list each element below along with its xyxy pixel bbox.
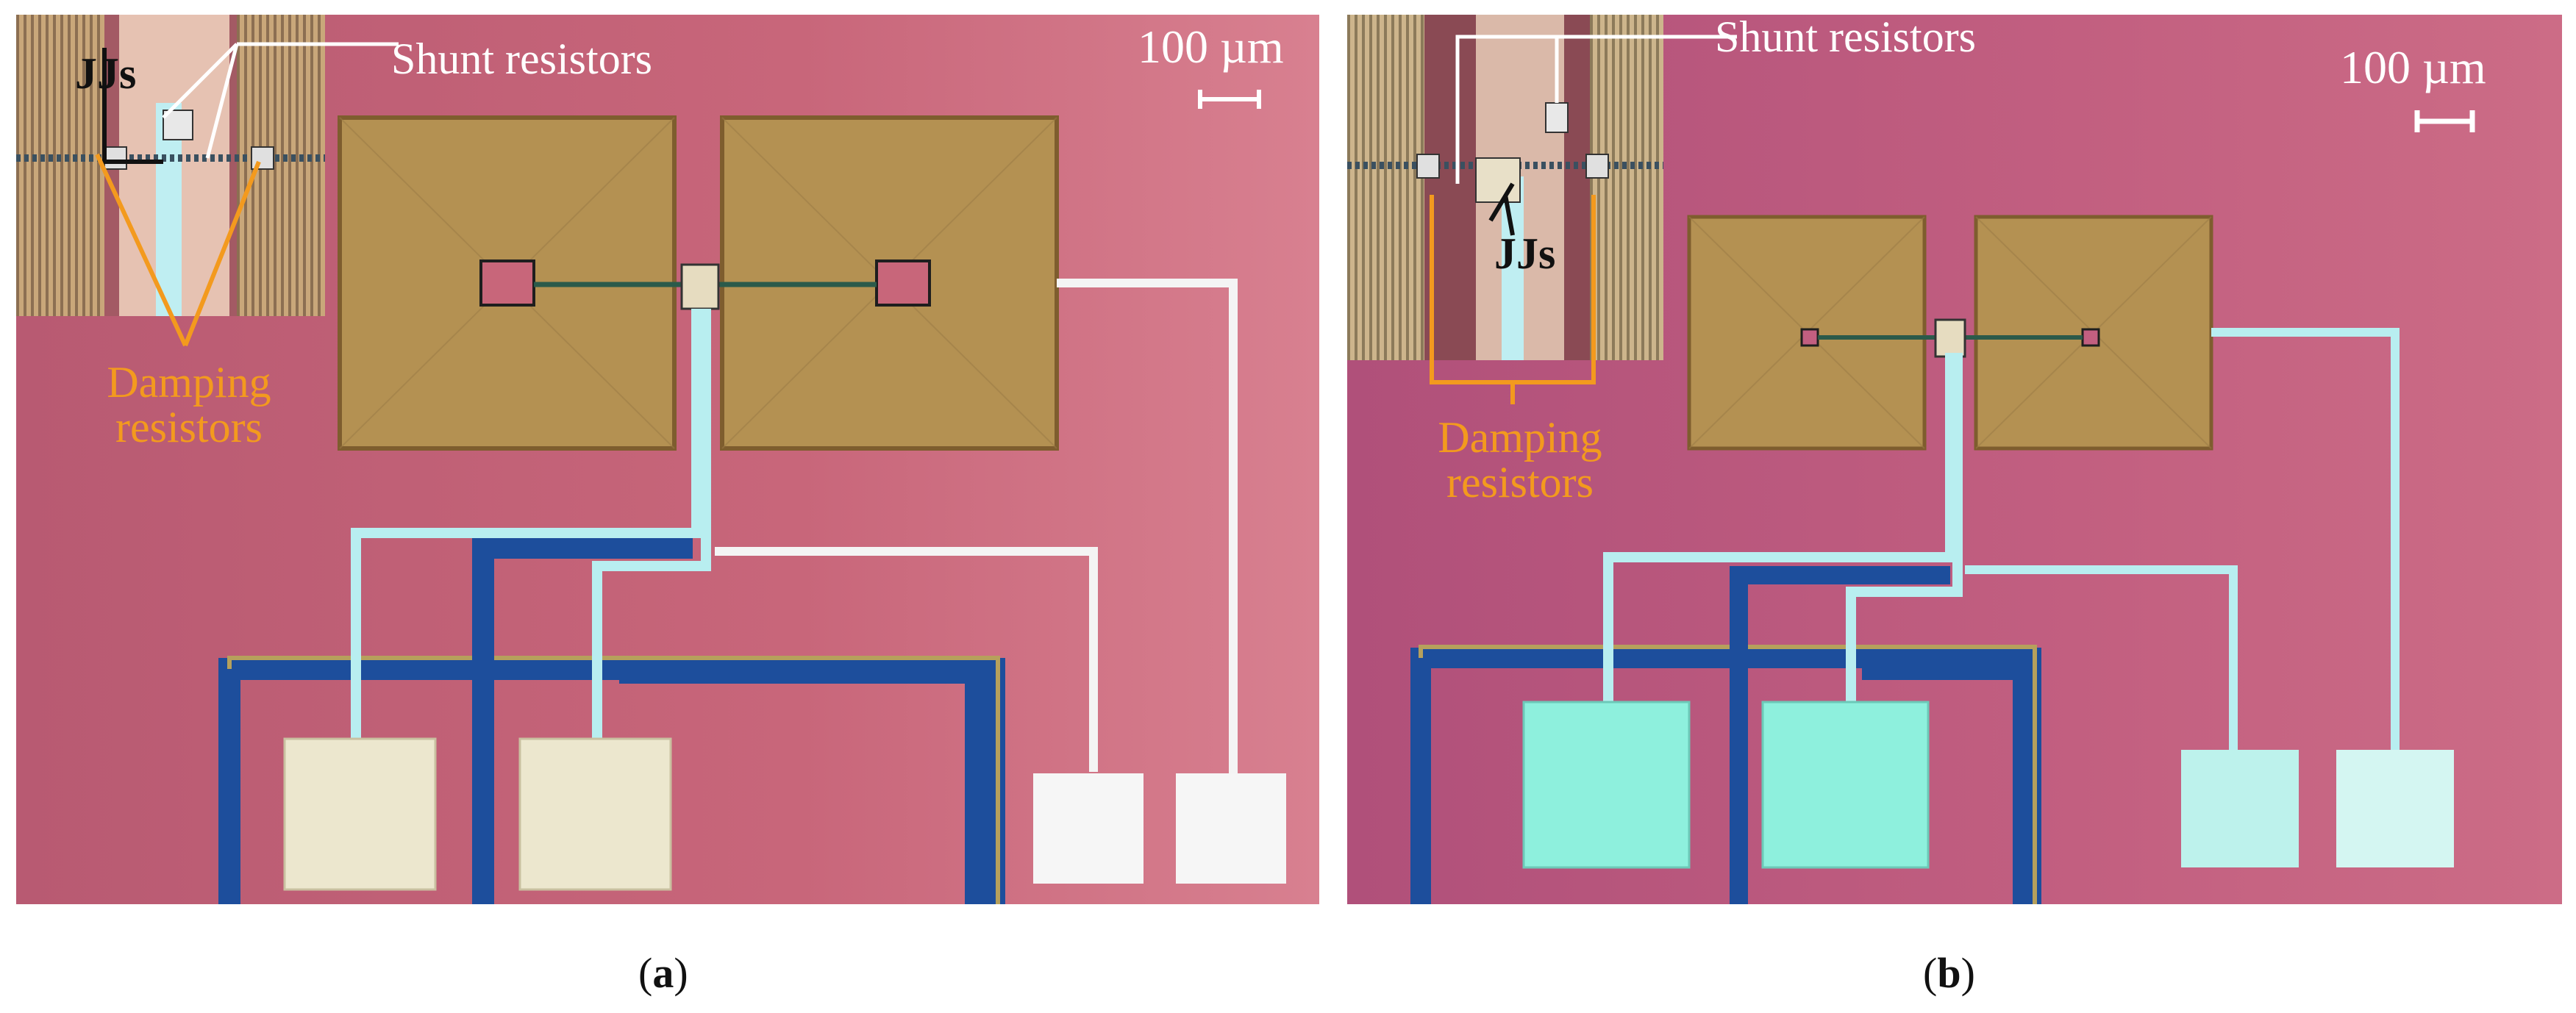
scale-bar-label: 100 µm [2340,41,2486,93]
micrograph-panel-b: 100 µm Shunt resistors JJs Damping resis… [1347,15,2562,904]
shunt-resistors-label: Shunt resistors [1715,15,1977,61]
scale-bar-label: 100 µm [1138,21,1284,73]
caption-b: (b) [1923,949,1975,997]
damping-resistors-label: Damping resistors [68,358,310,452]
damping-line-1: Damping [1438,413,1602,462]
inset-a [16,15,325,316]
annotation-arrows-b [1430,35,2475,404]
damping-line-1: Damping [107,358,271,407]
damping-resistors-label: Damping resistors [1380,415,1660,505]
micrograph-a-image [16,15,1319,904]
jjs-label: JJs [1494,229,1556,278]
micrograph-panel-a: 100 µm Shunt resistors JJs Damping resis… [16,15,1319,904]
micrograph-b-image [1347,15,2562,904]
inset-b [1347,15,1663,360]
damping-line-2: resistors [1446,458,1594,507]
annotation-arrows-a [95,42,1261,347]
damping-line-2: resistors [115,403,263,452]
shunt-resistors-label: Shunt resistors [391,35,653,83]
jjs-label: JJs [75,49,137,98]
caption-a: (a) [638,949,688,997]
